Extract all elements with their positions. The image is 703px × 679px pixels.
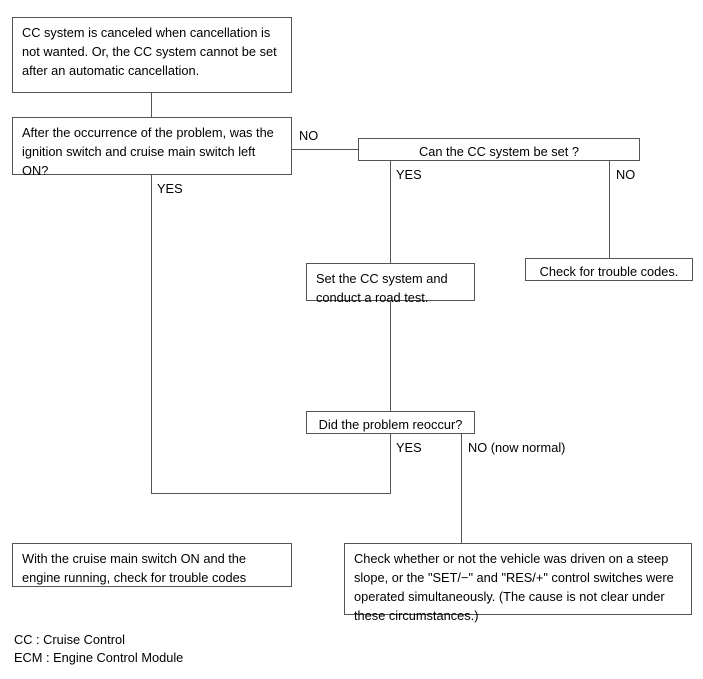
connector-merge-to-left xyxy=(151,493,391,494)
node-question-reoccur: Did the problem reoccur? xyxy=(306,411,475,434)
connector-reoccur-no xyxy=(461,434,462,543)
connector-can-set-yes xyxy=(390,161,391,263)
node-symptom: CC system is canceled when cancellation … xyxy=(12,17,292,93)
connector-roadtest-to-reoccur xyxy=(390,301,391,411)
branch-label-can-set-yes: YES xyxy=(396,167,422,182)
node-question-can-set: Can the CC system be set ? xyxy=(358,138,640,161)
node-action-set-and-road-test: Set the CC system and conduct a road tes… xyxy=(306,263,475,305)
legend-ecm: ECM : Engine Control Module xyxy=(14,650,184,665)
branch-label-ignition-yes: YES xyxy=(157,181,183,196)
branch-label-reoccur-no: NO (now normal) xyxy=(468,440,566,455)
node-action-main-switch-on: With the cruise main switch ON and the e… xyxy=(12,543,292,587)
connector-symptom-to-ignition xyxy=(151,93,152,117)
branch-label-can-set-no: NO xyxy=(616,167,636,182)
branch-label-ignition-no: NO xyxy=(299,128,319,143)
connector-reoccur-yes xyxy=(390,434,391,494)
legend-cc: CC : Cruise Control xyxy=(14,632,125,647)
node-question-ignition: After the occurrence of the problem, was… xyxy=(12,117,292,178)
node-action-check-codes: Check for trouble codes. xyxy=(525,258,693,281)
connector-ignition-yes xyxy=(151,175,152,494)
connector-can-set-no xyxy=(609,161,610,258)
connector-ignition-no xyxy=(292,149,359,150)
branch-label-reoccur-yes: YES xyxy=(396,440,422,455)
node-action-steep-slope: Check whether or not the vehicle was dri… xyxy=(344,543,692,623)
